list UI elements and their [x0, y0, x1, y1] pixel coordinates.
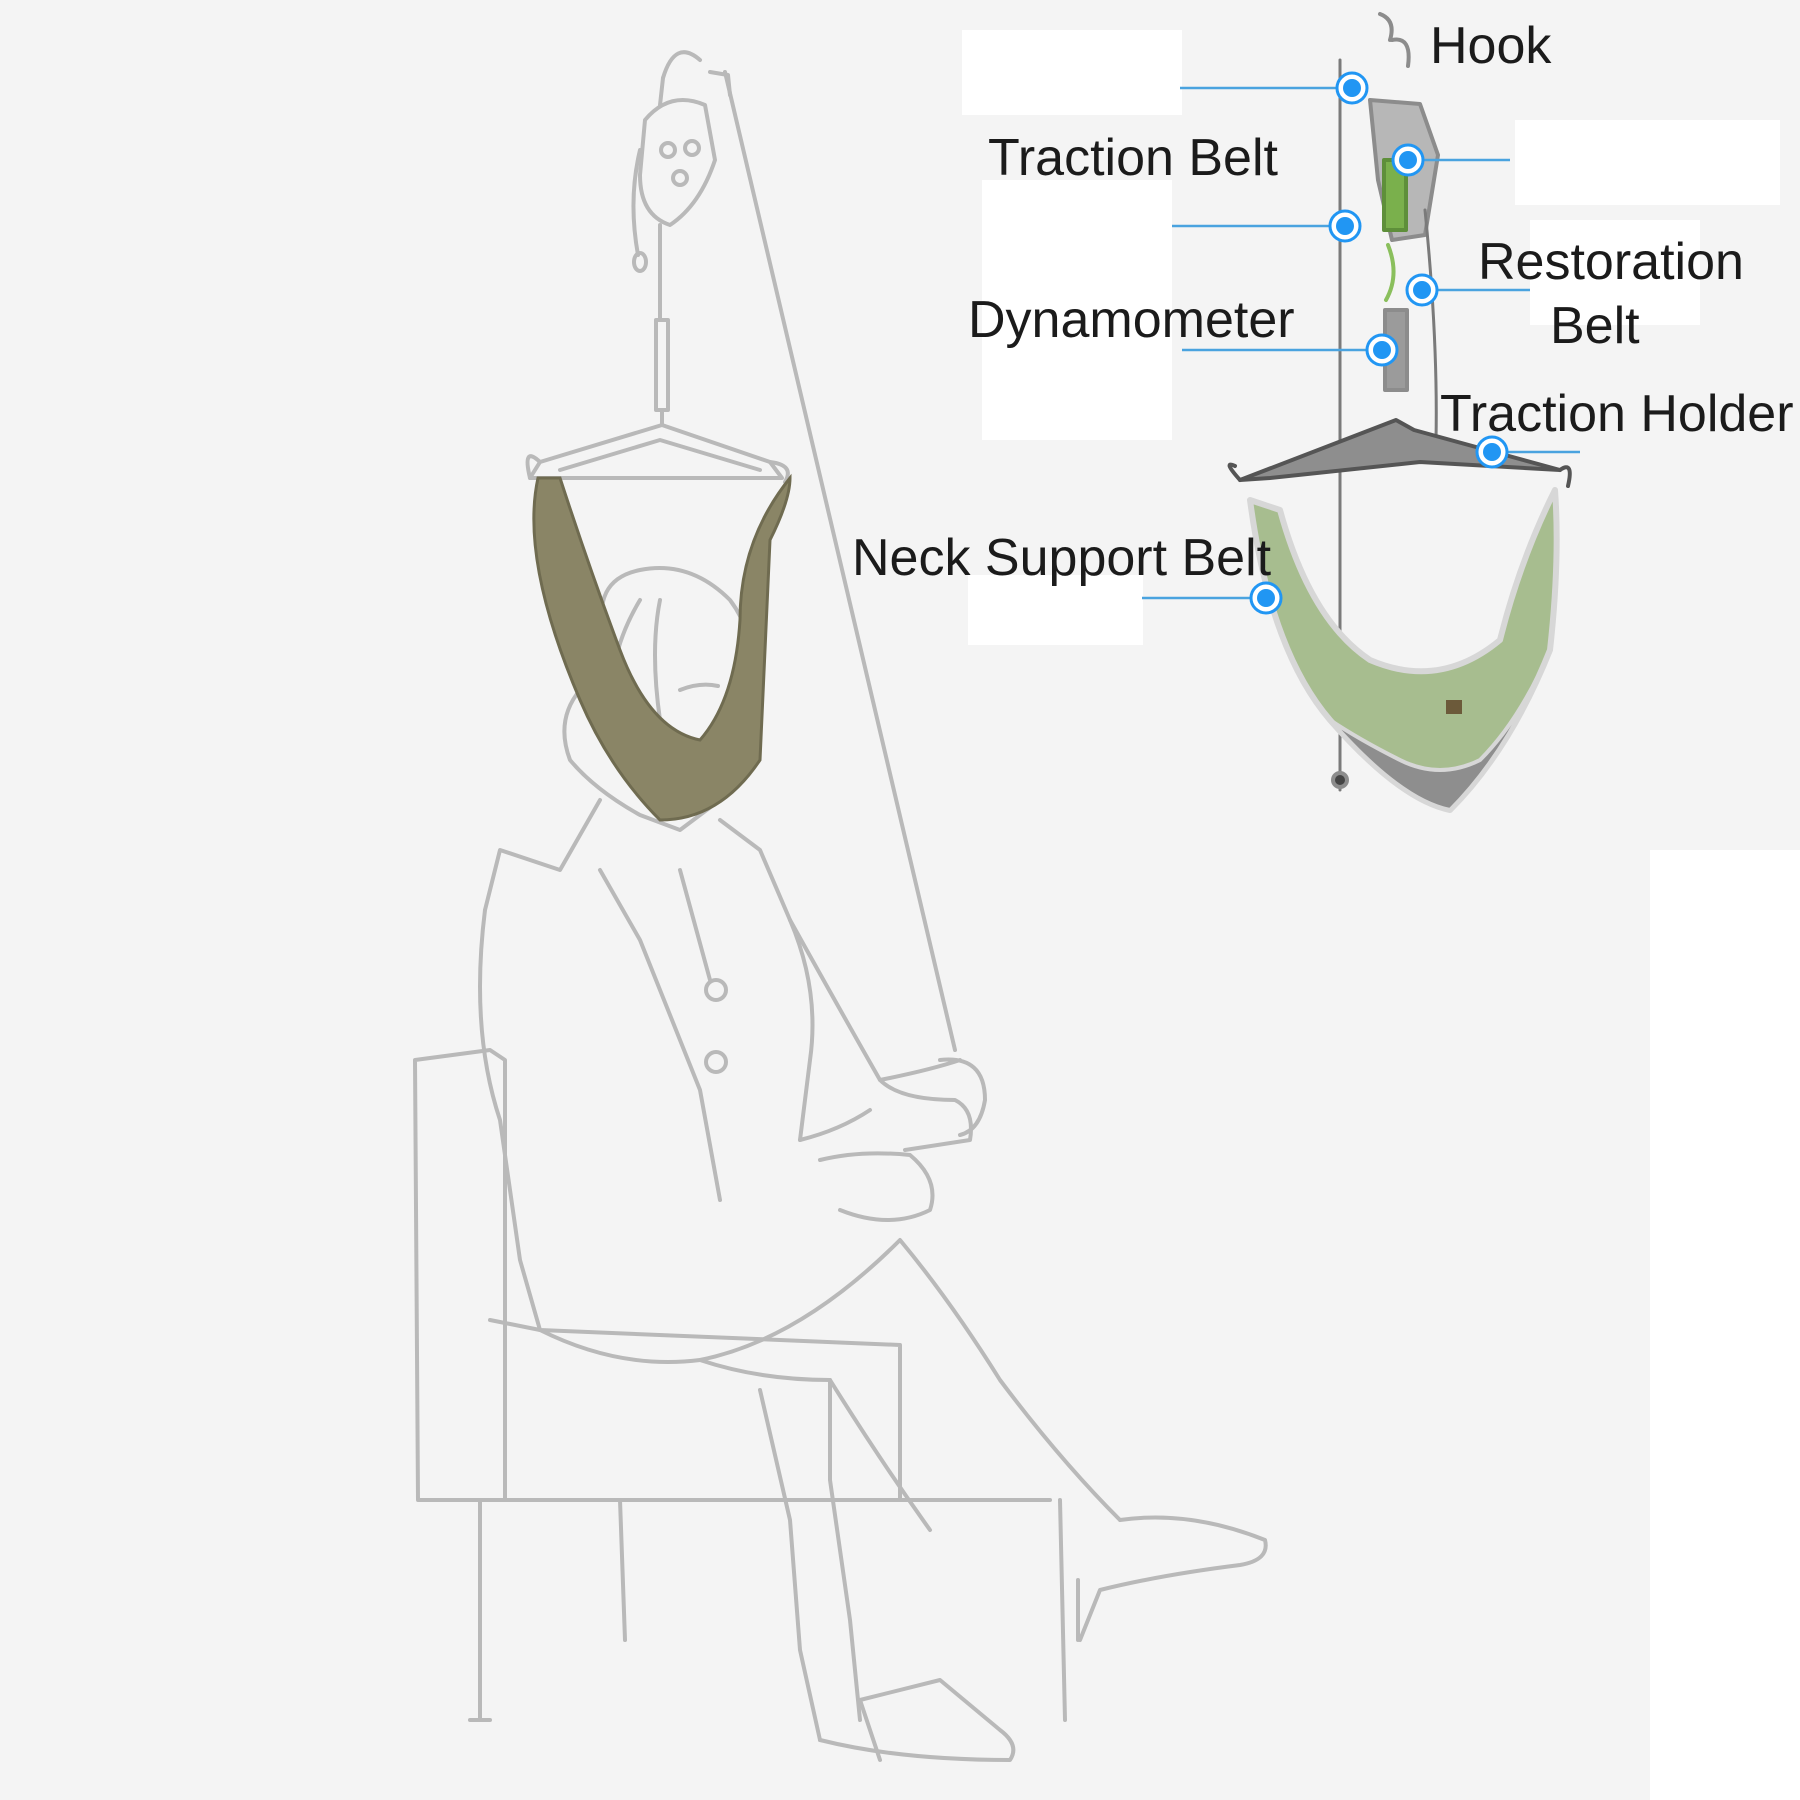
label-patch-lower-right	[1650, 850, 1800, 1800]
pointer-dots	[1249, 71, 1509, 615]
product-traction-holder	[1227, 418, 1572, 488]
label-patch-mid-left	[982, 180, 1172, 440]
pointer-dot-hook	[1335, 71, 1369, 105]
traction-hook-pulley	[631, 50, 732, 412]
pointer-dot-traction-holder	[1475, 435, 1509, 469]
label-patch-top-left	[962, 30, 1182, 115]
chair	[413, 1048, 1067, 1722]
traction-cord	[723, 70, 957, 1052]
label-dynamometer: Dynamometer	[968, 291, 1295, 349]
label-traction-belt: Traction Belt	[988, 129, 1278, 187]
label-patch-restoration	[1530, 220, 1700, 325]
label-patch-top-right	[1515, 120, 1780, 205]
pointer-dot-restoration-belt	[1405, 273, 1439, 307]
neck-sling-left	[532, 473, 792, 822]
label-hook: Hook	[1430, 17, 1552, 75]
pointer-dot-traction-belt	[1328, 209, 1362, 243]
pointer-dot-dynamometer	[1365, 333, 1399, 367]
label-restoration-belt-line1: Restoration	[1478, 233, 1744, 291]
label-patch-neck	[968, 575, 1143, 645]
label-neck-support-belt: Neck Support Belt	[852, 529, 1272, 587]
label-traction-holder: Traction Holder	[1440, 385, 1794, 443]
seated-woman	[478, 566, 1268, 1762]
pointer-dot-right-upper	[1391, 143, 1425, 177]
label-restoration-belt-line2: Belt	[1550, 297, 1640, 355]
product-neck-support-belt	[1247, 487, 1560, 813]
pointer-lines	[1142, 86, 1580, 600]
pointer-dot-neck-support-belt	[1249, 581, 1283, 615]
traction-holder-bar	[525, 408, 790, 484]
